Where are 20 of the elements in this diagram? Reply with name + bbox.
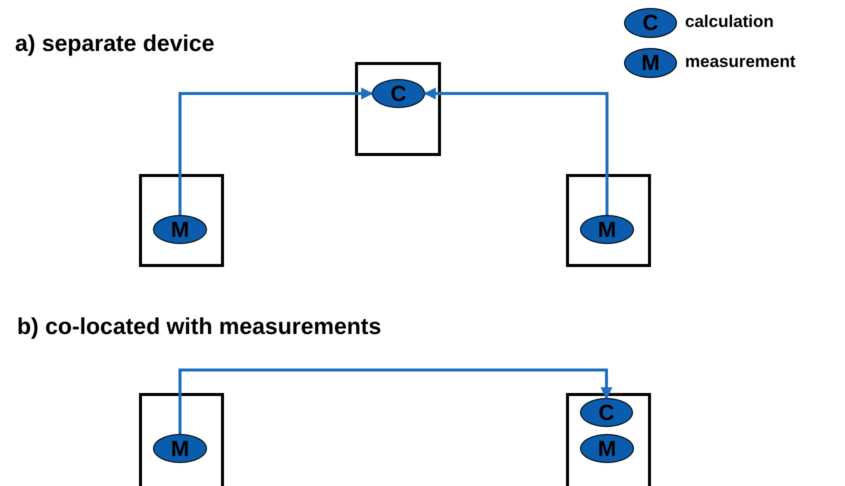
ellipse-node: C [372, 79, 425, 108]
device-box [355, 62, 441, 156]
device-box [566, 174, 651, 267]
device-box [139, 393, 224, 486]
arrow [424, 88, 608, 215]
legend-text: calculation [685, 12, 774, 32]
ellipse-node: M [153, 434, 207, 463]
ellipse-node: M [624, 48, 677, 78]
legend-text: measurement [685, 52, 796, 72]
section-heading: b) co-located with measurements [17, 313, 382, 340]
device-box [566, 393, 651, 486]
section-heading: a) separate device [15, 30, 214, 57]
ellipse-node: M [580, 434, 634, 463]
ellipse-node: M [153, 215, 207, 244]
arrow [178, 368, 612, 434]
ellipse-node: C [580, 398, 633, 427]
ellipse-node: C [624, 8, 677, 38]
ellipse-node: M [580, 215, 634, 244]
device-box [139, 174, 224, 267]
arrow [178, 88, 374, 215]
